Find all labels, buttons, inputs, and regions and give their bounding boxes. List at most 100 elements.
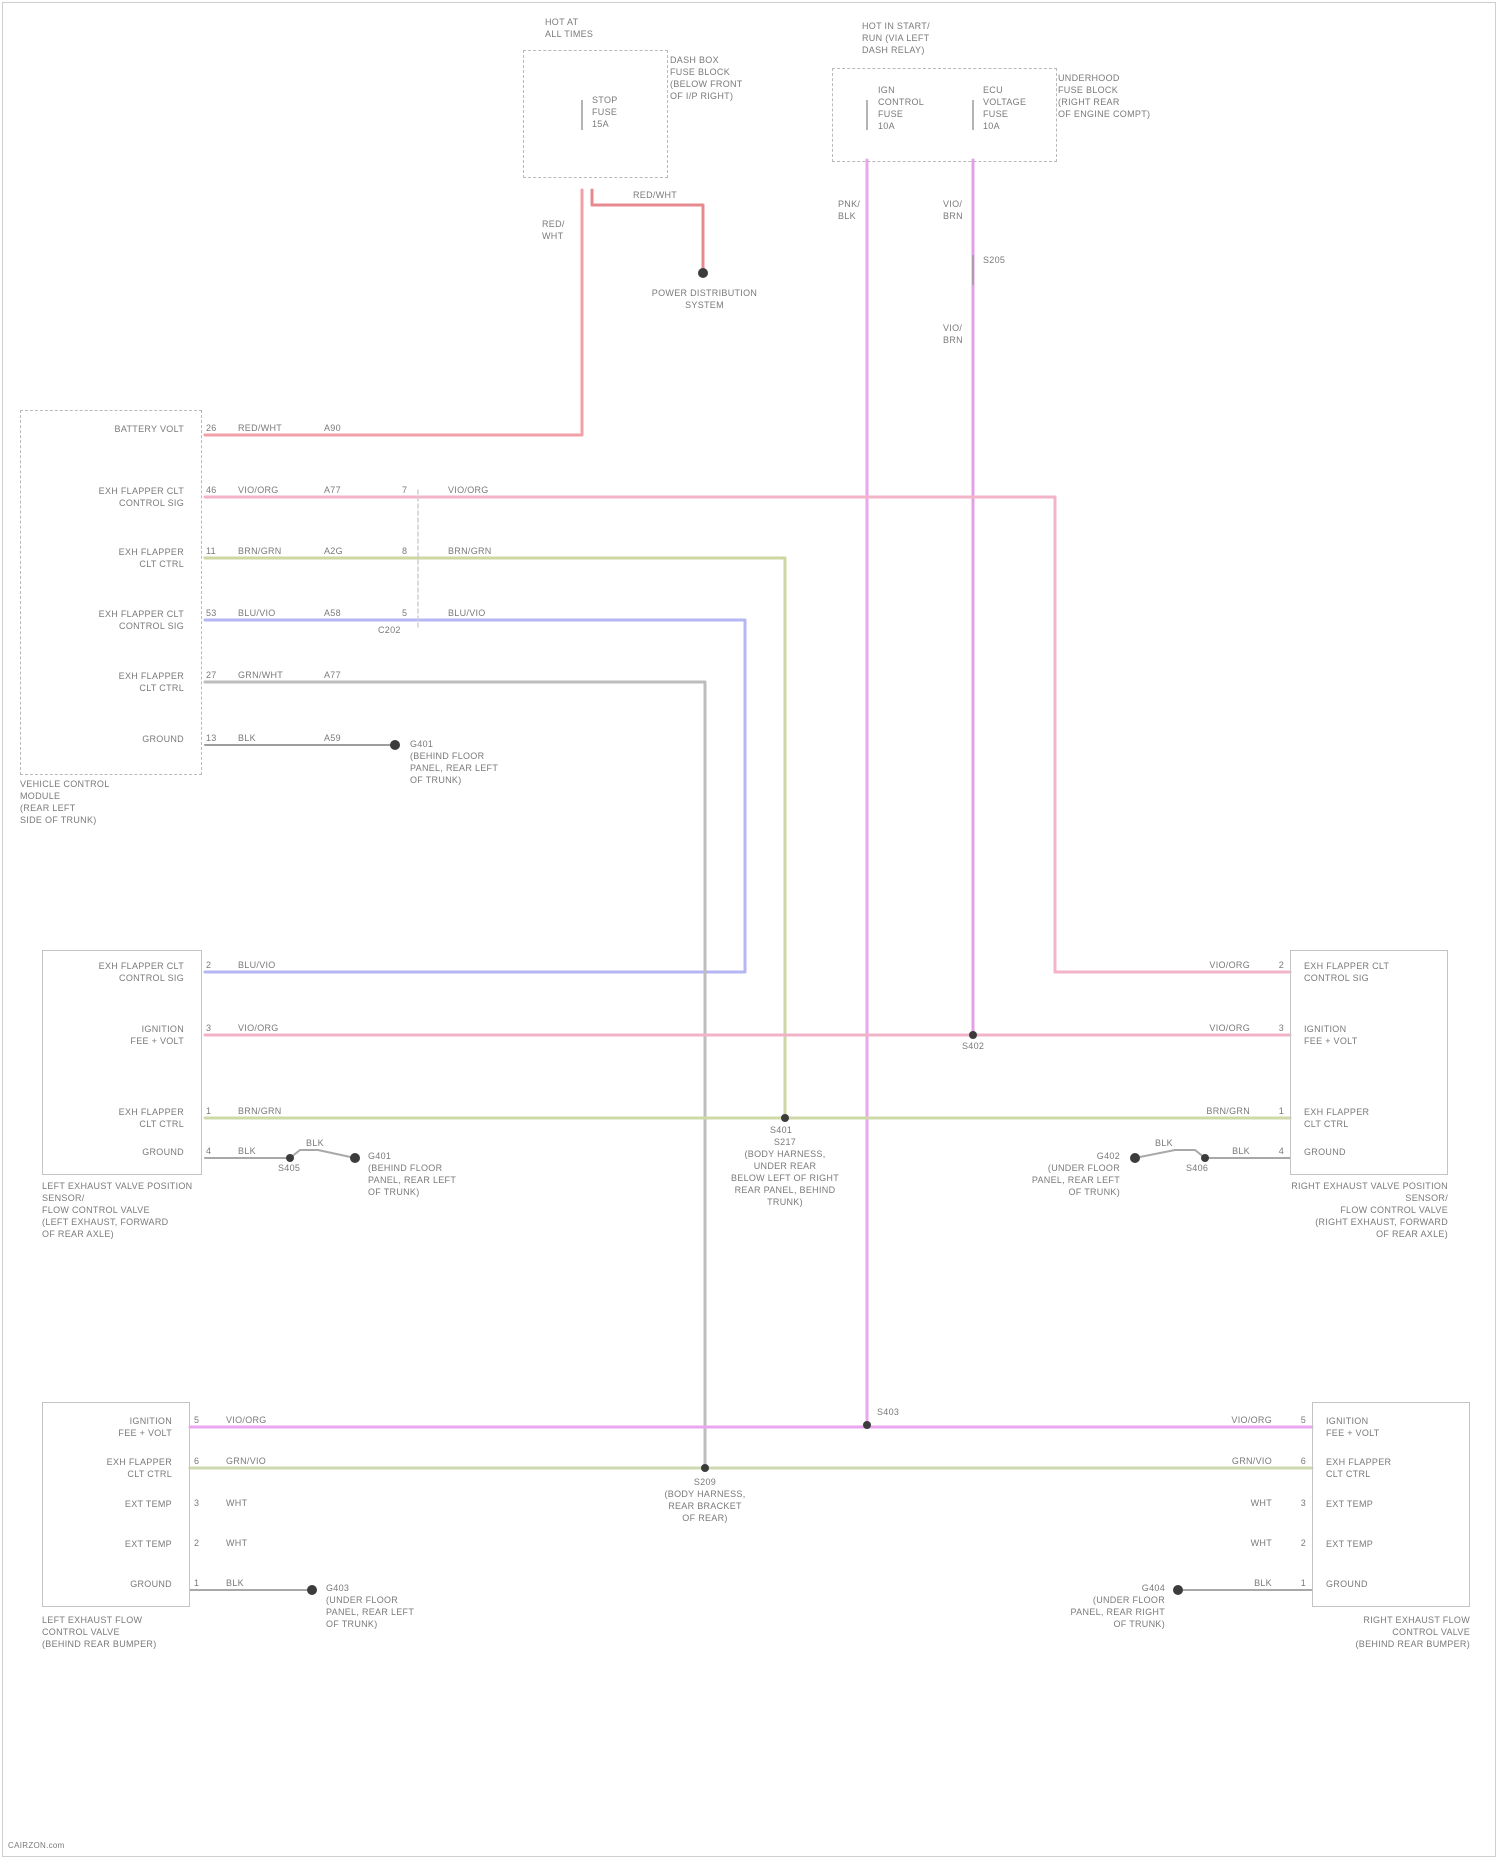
pin-number: 11 (206, 545, 216, 557)
wire-color-label: VIO/ORG (238, 1022, 279, 1034)
pin-label: EXT TEMP (1326, 1538, 1466, 1550)
wire-gray-ctrl (205, 682, 705, 1470)
pin-label: GROUND (42, 1146, 184, 1158)
inline-pin: 5 (402, 607, 407, 619)
pin-number: 2 (206, 959, 211, 971)
pin-label: IGNITION FEE + VOLT (1304, 1023, 1444, 1047)
splice-s401 (781, 1114, 789, 1122)
footer-credit: CAIRZON.com (8, 1840, 65, 1852)
splice-s402-label: S402 (962, 1040, 984, 1052)
pin-number: 13 (206, 732, 217, 744)
wire-label-vio-brn-2: VIO/ BRN (943, 322, 963, 346)
ground-wire-label: BLK (1155, 1137, 1173, 1149)
pin-number: 5 (194, 1414, 199, 1426)
pin-label: EXH FLAPPER CLT CTRL (42, 1456, 172, 1480)
right-valve-name: RIGHT EXHAUST VALVE POSITION SENSOR/ FLO… (1090, 1180, 1448, 1240)
pin-label: GROUND (1326, 1578, 1466, 1590)
pin-label: EXH FLAPPER CLT CONTROL SIG (20, 485, 184, 509)
splice-power-dist (698, 268, 708, 278)
control-module-name: VEHICLE CONTROL MODULE (REAR LEFT SIDE O… (20, 778, 110, 826)
wire-color-label: WHT (1202, 1497, 1272, 1509)
right-fuse-box-label: UNDERHOOD FUSE BLOCK (RIGHT REAR OF ENGI… (1058, 72, 1150, 120)
wire-label-pnk-blk: PNK/ BLK (838, 198, 860, 222)
circuit-label: A77 (324, 669, 341, 681)
circuit-label: A77 (324, 484, 341, 496)
pin-number: 53 (206, 607, 217, 619)
pin-number: 3 (194, 1497, 199, 1509)
wire-color-label: BLU/VIO (238, 959, 276, 971)
wire-color-label: VIO/ORG (1180, 959, 1250, 971)
pin-number: 3 (1290, 1497, 1306, 1509)
left-flap-name: LEFT EXHAUST FLOW CONTROL VALVE (BEHIND … (42, 1614, 157, 1650)
pin-label: EXH FLAPPER CLT CTRL (20, 546, 184, 570)
left-valve-splice (286, 1154, 294, 1162)
wire-color-label: BLK (1202, 1577, 1272, 1589)
pin-number: 1 (194, 1577, 199, 1589)
pin-label: EXH FLAPPER CLT CTRL (1326, 1456, 1466, 1480)
pin-number: 5 (1290, 1414, 1306, 1426)
wire-color-label: BRN/GRN (1180, 1105, 1250, 1117)
pin-label: EXH FLAPPER CLT CTRL (1304, 1106, 1444, 1130)
wire-color-label: BLK (226, 1577, 244, 1589)
wire-label-vio-brn: VIO/ BRN (943, 198, 963, 222)
left-flap-ground-terminal (307, 1585, 317, 1595)
pin-label: GROUND (1304, 1146, 1444, 1158)
wire-pink-signal (205, 497, 1290, 972)
circuit-label: A59 (324, 732, 341, 744)
inline-wire-label: BLU/VIO (448, 607, 486, 619)
pin-number: 6 (194, 1455, 199, 1467)
hot-run-label: HOT IN START/ RUN (VIA LEFT DASH RELAY) (862, 20, 930, 56)
splice-ignition (863, 1421, 871, 1429)
ground-wire-label: BLK (306, 1137, 324, 1149)
wire-color-label: WHT (226, 1497, 247, 1509)
wire-label-red-wht-2: RED/WHT (633, 189, 677, 201)
inline-pin: 8 (402, 545, 407, 557)
pin-number: 2 (1290, 1537, 1306, 1549)
wire-color-label: GRN/WHT (238, 669, 283, 681)
hot-label: HOT AT ALL TIMES (545, 16, 593, 40)
wire-left-valve-ground (205, 1150, 355, 1158)
wire-label-red-wht: RED/ WHT (542, 218, 565, 242)
pin-number: 1 (206, 1105, 211, 1117)
cm-ground-terminal (390, 740, 400, 750)
wire-color-label: GRN/VIO (1202, 1455, 1272, 1467)
wire-color-label: BLU/VIO (238, 607, 276, 619)
wire-color-label: VIO/ORG (226, 1414, 267, 1426)
right-valve-ground-label: G402 (UNDER FLOOR PANEL, REAR LEFT OF TR… (960, 1150, 1120, 1198)
right-valve-ground-terminal (1130, 1153, 1140, 1163)
power-dist-label: POWER DISTRIBUTION SYSTEM (632, 287, 777, 311)
pin-label: EXH FLAPPER CLT CONTROL SIG (20, 608, 184, 632)
pin-number: 6 (1290, 1455, 1306, 1467)
control-module-box (20, 410, 202, 775)
left-valve-ground-terminal (350, 1153, 360, 1163)
pin-number: 2 (1268, 959, 1284, 971)
pin-number: 4 (1268, 1145, 1284, 1157)
pin-label: EXH FLAPPER CLT CONTROL SIG (1304, 960, 1444, 984)
pin-label: IGNITION FEE + VOLT (42, 1415, 172, 1439)
pin-number: 27 (206, 669, 217, 681)
pin-number: 1 (1268, 1105, 1284, 1117)
pin-label: EXT TEMP (1326, 1498, 1466, 1510)
right-flap-ground-label: G404 (UNDER FLOOR PANEL, REAR RIGHT OF T… (1000, 1582, 1165, 1630)
splice-ecu (969, 1031, 977, 1039)
wire-color-label: BRN/GRN (238, 1105, 282, 1117)
wire-color-label: VIO/ORG (1202, 1414, 1272, 1426)
inline-wire-label: BRN/GRN (448, 545, 492, 557)
splice-s205: S205 (983, 254, 1005, 266)
wire-color-label: WHT (226, 1537, 247, 1549)
left-fuse-box-label: DASH BOX FUSE BLOCK (BELOW FRONT OF I/P … (670, 54, 743, 102)
cm-ground-label: G401 (BEHIND FLOOR PANEL, REAR LEFT OF T… (410, 738, 498, 786)
pin-label: IGNITION FEE + VOLT (42, 1023, 184, 1047)
left-flap-ground-label: G403 (UNDER FLOOR PANEL, REAR LEFT OF TR… (326, 1582, 414, 1630)
wire-color-label: BLK (238, 1145, 256, 1157)
wire-color-label: VIO/ORG (1180, 1022, 1250, 1034)
pin-number: 2 (194, 1537, 199, 1549)
pin-label: IGNITION FEE + VOLT (1326, 1415, 1466, 1439)
pin-label: EXH FLAPPER CLT CTRL (20, 670, 184, 694)
wire-color-label: GRN/VIO (226, 1455, 266, 1467)
circuit-label: A90 (324, 422, 341, 434)
pin-number: 26 (206, 422, 217, 434)
splice-s403-label: S403 (877, 1406, 899, 1418)
splice-gray (701, 1464, 709, 1472)
wire-color-label: WHT (1202, 1537, 1272, 1549)
